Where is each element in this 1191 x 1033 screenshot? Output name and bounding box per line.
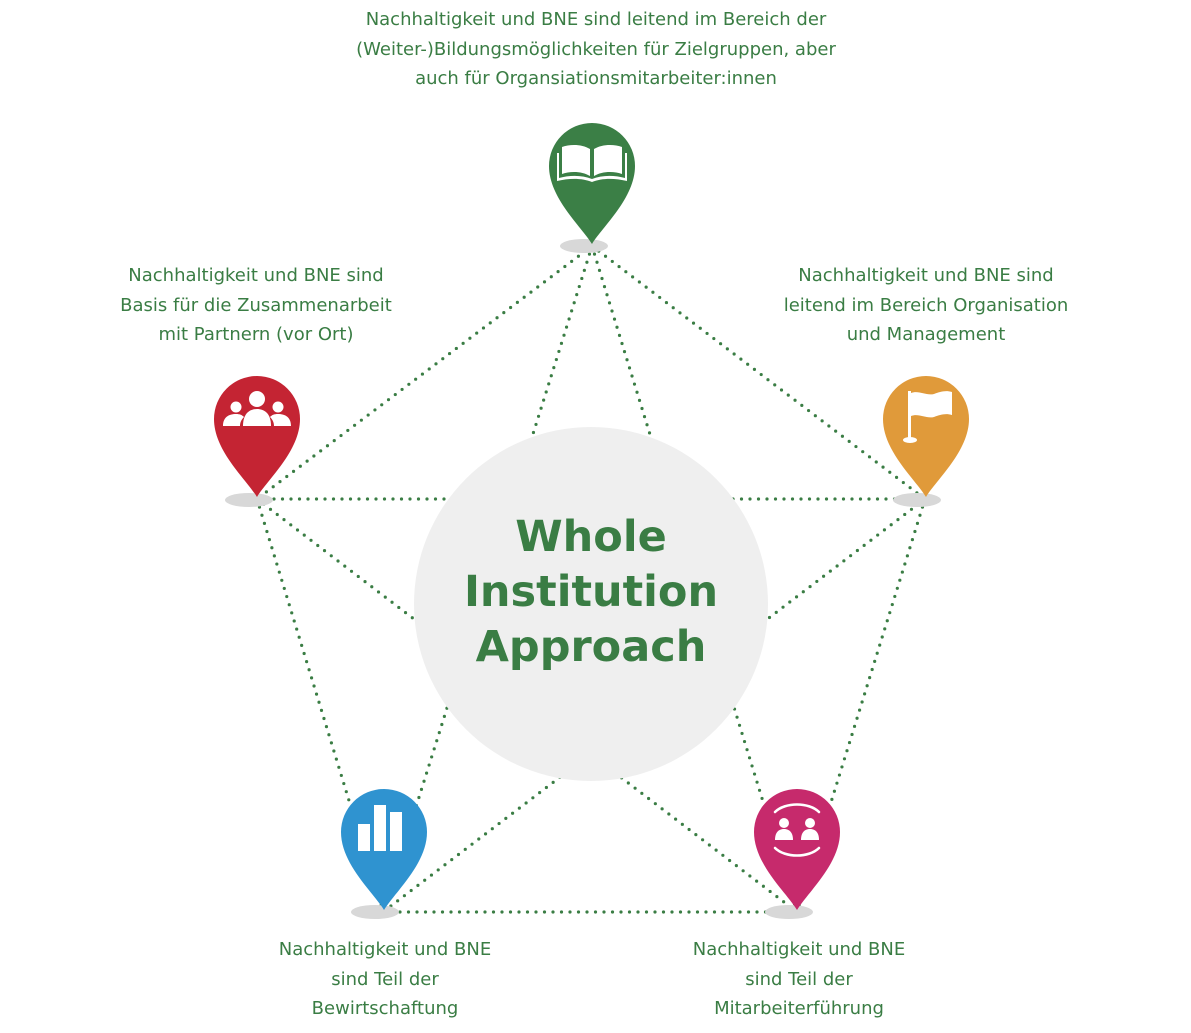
center-title-line-1: Whole [515,512,667,562]
label-right-line-2: leitend im Bereich Organisation [783,294,1069,316]
pin-shadow-top [560,239,608,253]
label-bottom-right: Nachhaltigkeit und BNE sind Teil der Mit… [649,935,949,1024]
label-right: Nachhaltigkeit und BNE sind leitend im B… [756,261,1096,350]
label-top-line-3: auch für Organsiationsmitarbeiter:innen [415,68,777,89]
connector-top-left [255,244,594,501]
center-circle [414,427,768,781]
pin-shadow-bottom-right [765,905,813,919]
pin-shadow-bottom-left [351,905,399,919]
pin-shadows [225,239,941,919]
people-group-icon [223,391,291,426]
label-right-line-3: und Management [846,324,1006,345]
label-left-line-1: Nachhaltigkeit und BNE sind [128,265,384,286]
label-bottom-left-line-2: sind Teil der [331,968,439,990]
center-title-line-2: Institution [463,567,719,617]
label-top-line-2: (Weiter-)Bildungsmöglichkeiten für Zielg… [356,38,836,60]
label-bottom-right-line-1: Nachhaltigkeit und BNE [692,939,906,960]
label-right-line-1: Nachhaltigkeit und BNE sind [798,265,1054,286]
pin-top [549,123,635,244]
pin-bottom-right [754,789,840,910]
pin-right [883,376,969,497]
pin-shadow-right [893,493,941,507]
label-top-line-1: Nachhaltigkeit und BNE sind leitend im B… [365,9,827,30]
label-left: Nachhaltigkeit und BNE sind Basis für di… [96,261,416,350]
two-people-exchange-icon [773,803,821,857]
label-top: Nachhaltigkeit und BNE sind leitend im B… [296,5,896,94]
label-bottom-left-line-1: Nachhaltigkeit und BNE [278,939,492,960]
map-pin-bottom-right-icon [754,789,840,910]
center-title-line-3: Approach [475,622,707,672]
connector-top-right [590,244,927,501]
map-pin-top-icon [549,123,635,244]
bar-chart-icon [358,805,402,851]
label-bottom-right-line-3: Mitarbeiterführung [714,998,884,1019]
label-left-line-2: Basis für die Zusammenarbeit [120,294,392,316]
label-bottom-right-line-2: sind Teil der [745,968,853,990]
flag-icon [903,391,952,443]
pin-shadow-left [225,493,273,507]
label-bottom-left: Nachhaltigkeit und BNE sind Teil der Bew… [235,935,535,1024]
label-left-line-3: mit Partnern (vor Ort) [158,324,354,345]
center-title: Whole Institution Approach [414,510,768,675]
pin-left [214,376,300,497]
pin-bottom-left [341,789,427,910]
label-bottom-left-line-3: Bewirtschaftung [311,998,459,1019]
open-book-icon [557,144,627,182]
